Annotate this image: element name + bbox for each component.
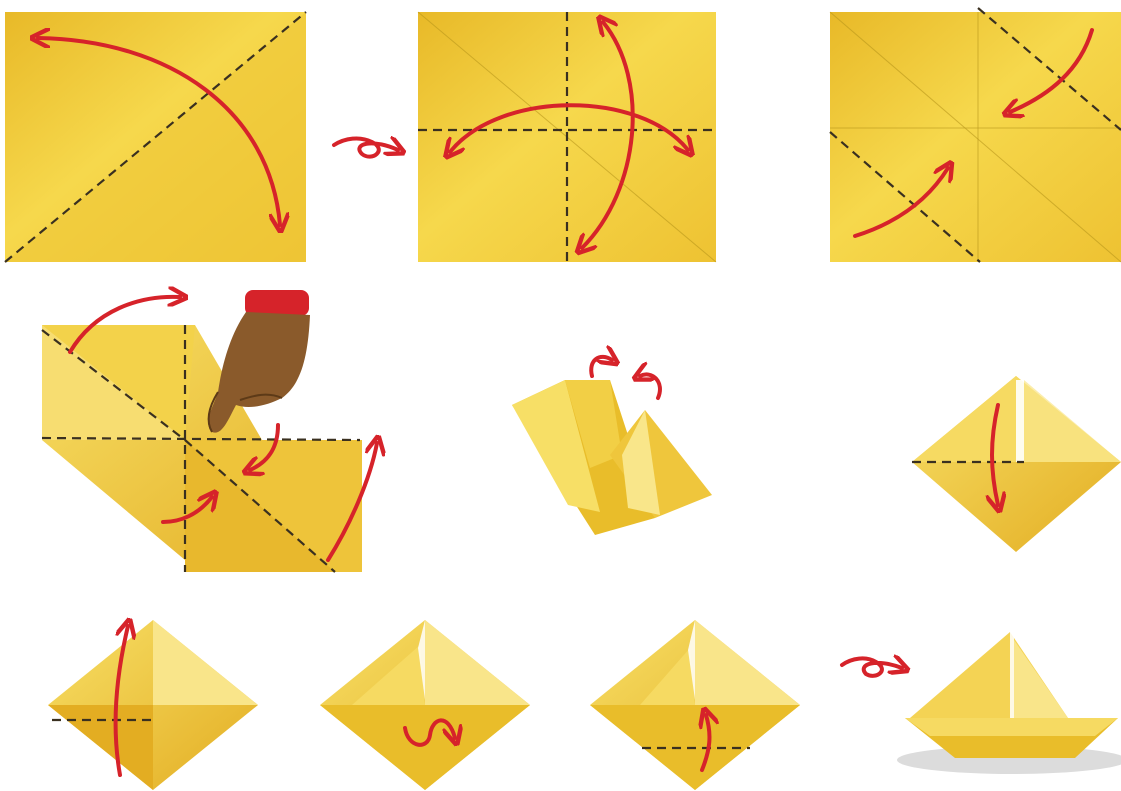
step-9-diamond-fold-bottom — [590, 620, 800, 790]
step-5-collapsing-form — [512, 357, 712, 535]
step-1-diagonal-fold — [5, 12, 306, 262]
flip-over-icon — [334, 138, 398, 156]
flip-over-icon — [842, 658, 902, 675]
step-4-collapse-center — [42, 290, 377, 572]
rotate-arrow-left-icon — [591, 357, 612, 376]
step-2-cross-fold — [418, 12, 716, 262]
step-7-diamond-fold-up — [48, 620, 258, 790]
rotate-arrow-right-icon — [640, 374, 660, 398]
step-6-diamond-fold-down — [912, 376, 1121, 552]
step-8-diamond-tuck — [320, 620, 530, 790]
step-3-corner-folds — [830, 8, 1121, 262]
step-10-finished-boat — [897, 632, 1121, 774]
hand-pressing-icon — [208, 290, 310, 433]
